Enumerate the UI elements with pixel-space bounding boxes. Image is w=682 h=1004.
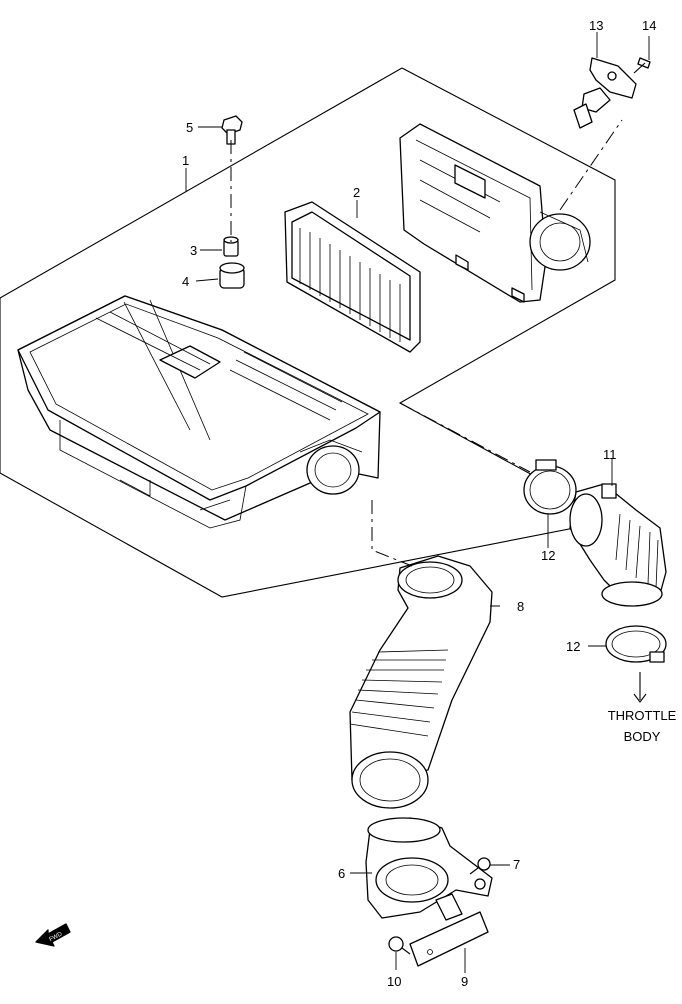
hose-clamp-upper [523,459,577,515]
leader-lines [185,32,650,973]
sensor-screw [633,57,651,74]
callout-7: 7 [513,857,520,872]
air-flow-sensor [573,57,637,129]
callout-6: 6 [338,866,345,881]
callout-2: 2 [353,185,360,200]
inlet-duct-part-6 [365,817,493,919]
throttle-note-line1: THROTTLE [608,708,677,723]
fwd-arrow-icon: FWD [35,923,71,947]
callout-5: 5 [186,120,193,135]
intake-hose-part-8 [349,555,493,809]
bracket-part-9 [409,893,489,967]
grommet-part-4 [219,262,245,289]
callout-8: 8 [517,599,524,614]
bolt-part-5 [221,115,243,145]
air-filter-element [284,201,421,353]
throttle-note-line2: BODY [624,729,661,744]
air-cleaner-case [17,295,381,529]
bolt-part-10 [388,936,411,955]
assembly-lines [230,119,623,567]
callout-14: 14 [642,18,656,33]
collar-part-3 [223,236,239,257]
hose-clamp-lower [605,625,667,663]
callout-11: 11 [603,447,617,462]
callout-9: 9 [461,974,468,989]
bolt-part-7 [469,857,491,875]
callout-12-upper: 12 [541,548,555,563]
callout-13: 13 [589,18,603,33]
throttle-hose-part-11 [569,483,667,607]
throttle-body-arrow [633,672,647,703]
callout-3: 3 [190,243,197,258]
air-cleaner-cover [399,123,591,303]
callout-10: 10 [387,974,401,989]
callout-12-lower: 12 [566,639,580,654]
callout-1: 1 [182,153,189,168]
callout-4: 4 [182,274,189,289]
